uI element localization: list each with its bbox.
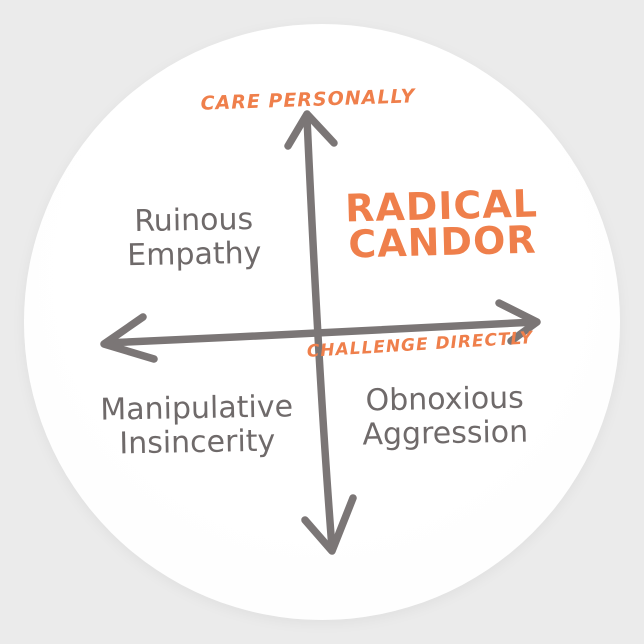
quadrant-ruinous-empathy: Ruinous Empathy xyxy=(126,201,262,274)
quadrant-radical-candor: RADICAL CANDOR xyxy=(345,181,540,267)
sticker-circle xyxy=(24,24,620,620)
quadrant-label-line: Empathy xyxy=(126,235,262,274)
quadrant-label-line: Insincerity xyxy=(119,423,276,462)
quadrant-label-line: Manipulative xyxy=(100,389,294,428)
quadrant-label-line: Ruinous xyxy=(133,201,254,240)
quadrant-label-line: Aggression xyxy=(362,414,529,453)
quadrant-obnoxious-aggression: Obnoxious Aggression xyxy=(362,380,529,453)
quadrant-label-line: CANDOR xyxy=(347,217,538,267)
quadrant-label-line: Obnoxious xyxy=(365,380,525,419)
quadrant-manipulative-insincerity: Manipulative Insincerity xyxy=(100,389,294,462)
